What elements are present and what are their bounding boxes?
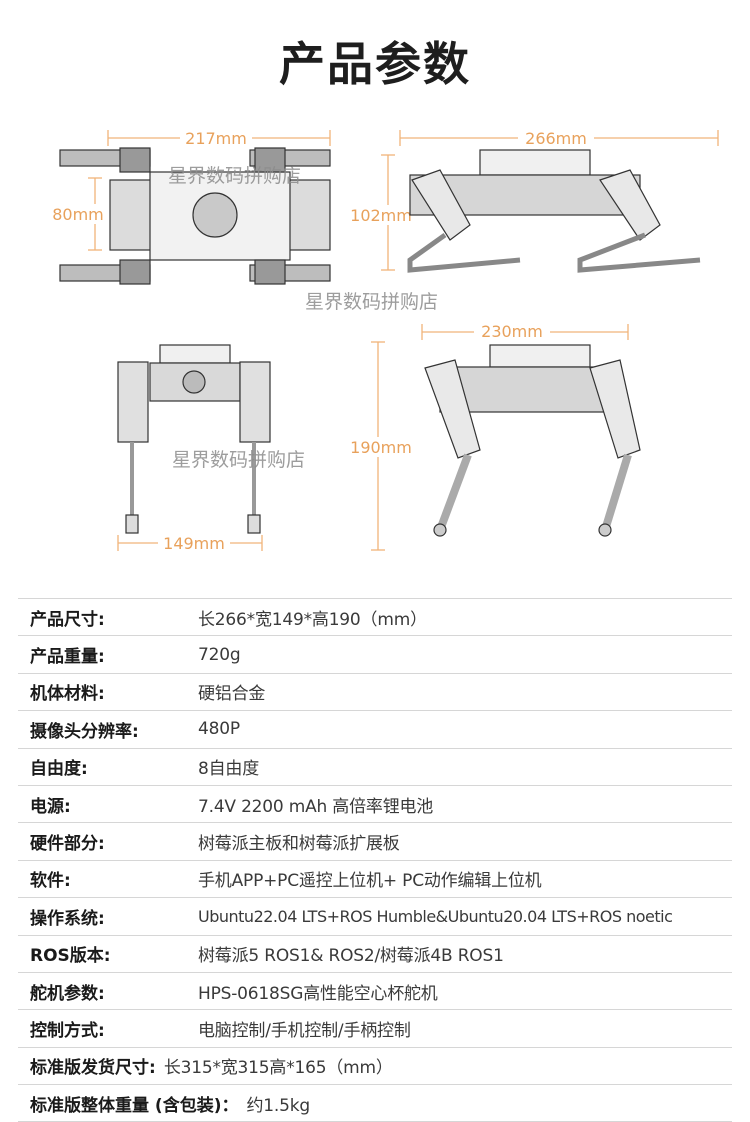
watermark: 星界数码拼购店 [168,165,301,187]
spec-label: 电源: [30,796,71,817]
spec-label: 产品尺寸: [30,609,105,630]
spec-row-shipping-weight: 标准版整体重量 (含包装)： 约1.5kg [18,1085,732,1122]
top-view-depth-label: 80mm [52,205,104,224]
spec-value: 树莓派主板和树莓派扩展板 [198,834,400,855]
spec-row-weight: 产品重量: 720g [18,636,732,674]
robot-standing-view [424,344,641,537]
spec-value: 720g [198,644,241,665]
spec-table: 产品尺寸: 长266*宽149*高190（mm） 产品重量: 720g 机体材料… [18,598,732,1122]
side-view-height-label: 102mm [350,206,412,225]
spec-value: 电脑控制/手机控制/手柄控制 [198,1020,411,1041]
spec-value: 约1.5kg [246,1095,310,1116]
spec-label: 软件: [30,871,71,892]
spec-row-ros: ROS版本: 树莓派5 ROS1& ROS2/树莓派4B ROS1 [18,936,732,973]
spec-value: 手机APP+PC遥控上位机+ PC动作编辑上位机 [198,871,542,892]
spec-label: 控制方式: [30,1020,105,1041]
spec-label: ROS版本: [30,946,111,967]
spec-row-hardware: 硬件部分: 树莓派主板和树莓派扩展板 [18,823,732,861]
spec-label: 标准版整体重量 (含包装)： [30,1095,239,1116]
spec-label: 舵机参数: [30,983,105,1004]
standing-height-label: 190mm [350,438,412,457]
spec-label: 标准版发货尺寸: [30,1058,156,1079]
spec-value: 硬铝合金 [198,684,266,705]
spec-value: 树莓派5 ROS1& ROS2/树莓派4B ROS1 [198,946,504,967]
dimension-labels: 217mm 80mm 266mm 102mm 149mm 230mm 190mm [48,128,594,553]
spec-value: HPS-0618SG高性能空心杯舵机 [198,983,438,1004]
watermark: 星界数码拼购店 [305,291,438,313]
spec-row-camera: 摄像头分辨率: 480P [18,711,732,749]
spec-row-software: 软件: 手机APP+PC遥控上位机+ PC动作编辑上位机 [18,861,732,899]
watermark: 星界数码拼购店 [172,449,305,471]
spec-row-control: 控制方式: 电脑控制/手机控制/手柄控制 [18,1010,732,1048]
spec-value: 480P [198,719,240,740]
spec-row-shipping-size: 标准版发货尺寸: 长315*宽315高*165（mm） [18,1048,732,1086]
spec-value: 长266*宽149*高190（mm） [198,609,427,630]
spec-value: 长315*宽315高*165（mm） [163,1058,393,1079]
spec-label: 操作系统: [30,908,105,929]
side-view-length-label: 266mm [525,129,587,148]
spec-row-dof: 自由度: 8自由度 [18,749,732,786]
robot-top-view [59,147,331,285]
spec-label: 硬件部分: [30,834,105,855]
standing-length-label: 230mm [481,322,543,341]
spec-label: 摄像头分辨率: [30,721,139,742]
spec-value: 8自由度 [198,759,260,780]
spec-label: 机体材料: [30,684,105,705]
robot-front-view [117,344,271,534]
spec-label: 产品重量: [30,647,105,668]
front-view-width-label: 149mm [163,534,225,553]
spec-row-os: 操作系统: Ubuntu22.04 LTS+ROS Humble&Ubuntu2… [18,898,732,936]
top-view-width-label: 217mm [185,129,247,148]
spec-value: 7.4V 2200 mAh 高倍率锂电池 [198,796,434,817]
robot-side-view [407,149,701,273]
spec-value: Ubuntu22.04 LTS+ROS Humble&Ubuntu20.04 L… [198,906,673,926]
spec-row-servo: 舵机参数: HPS-0618SG高性能空心杯舵机 [18,973,732,1011]
page-title: 产品参数 [279,37,471,91]
robot-dimension-diagram: 217mm 80mm 266mm 102mm 149mm 230mm 190mm [48,128,719,553]
spec-row-power: 电源: 7.4V 2200 mAh 高倍率锂电池 [18,786,732,824]
spec-label: 自由度: [30,759,88,780]
spec-row-size: 产品尺寸: 长266*宽149*高190（mm） [18,599,732,637]
spec-row-material: 机体材料: 硬铝合金 [18,674,732,712]
